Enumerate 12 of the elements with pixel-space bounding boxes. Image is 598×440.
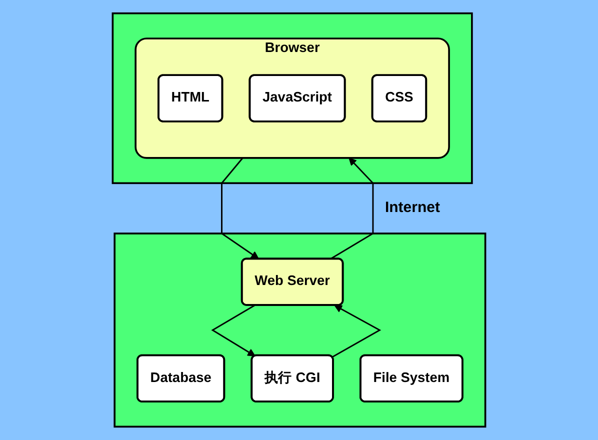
rounded-box: Web Server — [240, 258, 344, 306]
arrow — [330, 158, 374, 260]
rounded-box: JavaScript — [248, 74, 346, 122]
arrow — [211, 304, 256, 356]
rounded-box: 执行 CGI — [250, 354, 334, 402]
rounded-box: CSS — [371, 74, 428, 122]
network-label: Internet — [384, 199, 440, 218]
rounded-box: Database — [136, 354, 226, 402]
rounded-box: File System — [360, 354, 464, 402]
rounded-box: HTML — [158, 74, 224, 122]
arrow — [221, 158, 259, 260]
arrow — [332, 305, 382, 358]
